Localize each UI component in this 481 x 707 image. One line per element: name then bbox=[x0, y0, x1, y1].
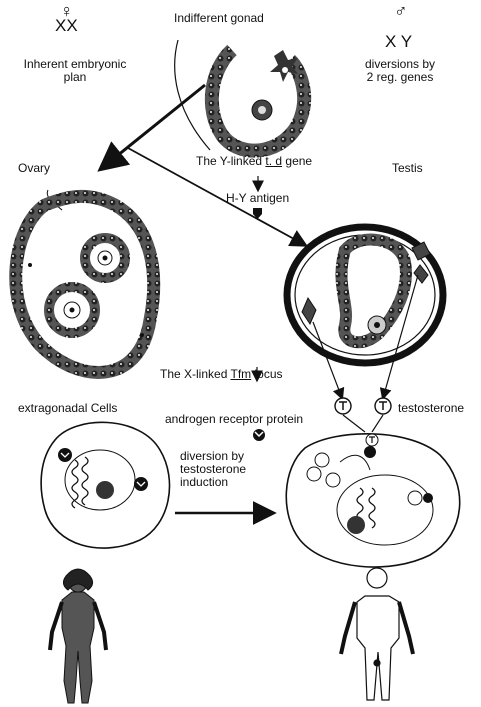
diversion-label: diversion by testosterone induction bbox=[180, 450, 246, 489]
extragonadal-cells-label: extragonadal Cells bbox=[18, 402, 117, 415]
male-figure bbox=[341, 568, 413, 700]
testosterone-marker-2 bbox=[375, 398, 391, 414]
y-linked-gene-label: The Y-linked t. d gene bbox=[196, 155, 312, 168]
female-caption: Inherent embryonic plan bbox=[15, 58, 135, 84]
arrow-to-ovary bbox=[102, 85, 205, 168]
ovary-drawing bbox=[16, 190, 154, 372]
testosterone-marker-1 bbox=[335, 398, 351, 414]
female-karyotype: XX bbox=[55, 17, 78, 35]
male-karyotype: X Y bbox=[385, 33, 412, 51]
male-caption: diversions by 2 reg. genes bbox=[355, 58, 445, 84]
diversion-line3: induction bbox=[180, 475, 228, 489]
female-caption-line2: plan bbox=[64, 70, 87, 84]
testosterone-label: testosterone bbox=[398, 402, 464, 415]
female-figure bbox=[50, 569, 106, 703]
androgen-receptor-label: androgen receptor protein bbox=[165, 413, 303, 426]
diversion-line1: diversion by bbox=[180, 449, 244, 463]
ovary-label: Ovary bbox=[18, 162, 50, 175]
y-gene-prefix: The Y-linked bbox=[196, 154, 265, 168]
x-linked-locus-label: The X-linked Tfm locus bbox=[160, 368, 283, 381]
target-cell-male bbox=[286, 434, 459, 567]
indifferent-gonad-label: Indifferent gonad bbox=[174, 12, 264, 25]
testis-label: Testis bbox=[392, 162, 423, 175]
hy-antigen-label: H-Y antigen bbox=[226, 192, 289, 205]
male-symbol: ♂ bbox=[394, 2, 408, 20]
female-caption-line1: Inherent embryonic bbox=[24, 57, 127, 71]
extragonadal-cell-female bbox=[41, 422, 169, 548]
male-caption-line2: 2 reg. genes bbox=[367, 70, 434, 84]
y-gene-name: t. d bbox=[265, 154, 282, 168]
x-locus-suffix: locus bbox=[251, 367, 282, 381]
diversion-line2: testosterone bbox=[180, 462, 246, 476]
male-caption-line1: diversions by bbox=[365, 57, 435, 71]
y-gene-suffix: gene bbox=[282, 154, 312, 168]
receptor-symbol bbox=[253, 429, 265, 441]
x-locus-name: Tfm bbox=[230, 367, 251, 381]
testis-drawing bbox=[287, 227, 443, 363]
x-locus-prefix: The X-linked bbox=[160, 367, 230, 381]
